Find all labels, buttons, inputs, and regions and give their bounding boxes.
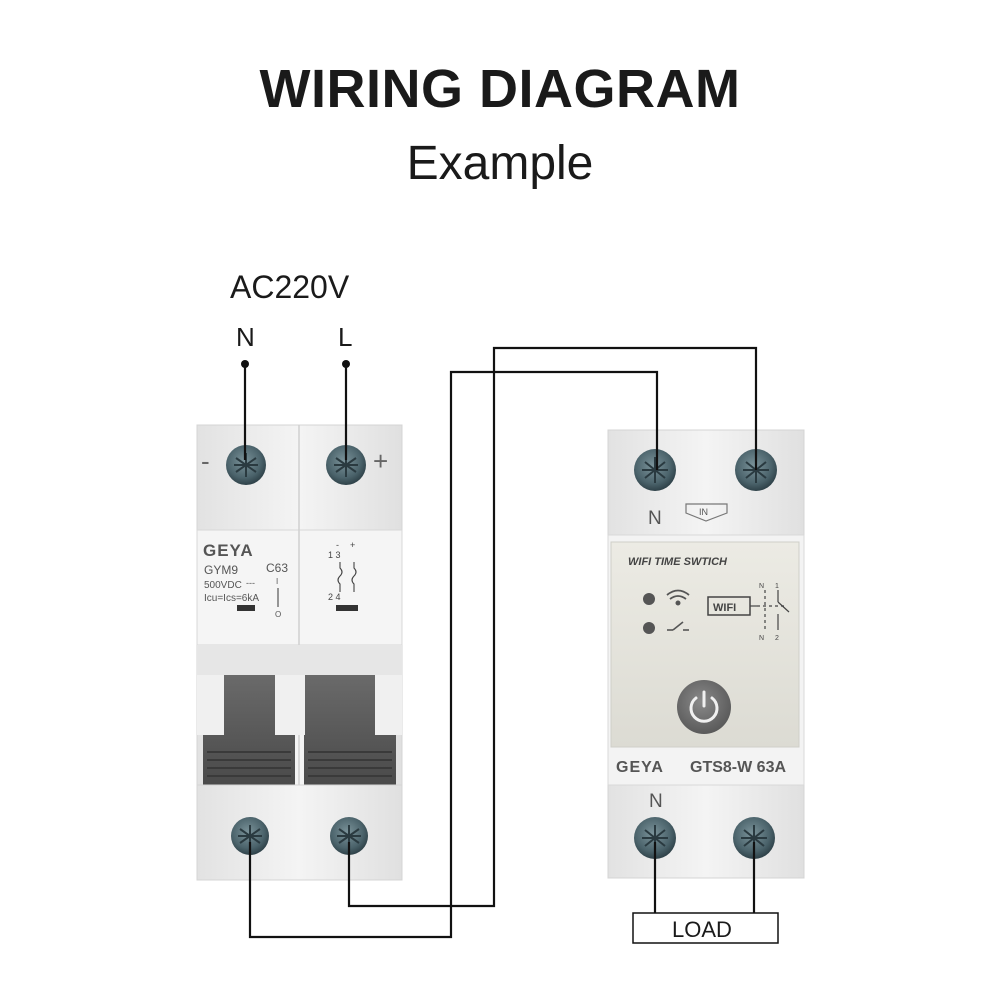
wifi-time-switch: N IN WIFI TIME SWTICH WIFI N 1 N 2: [607, 429, 805, 879]
breaker-pole-symbol-icon: [337, 562, 357, 592]
breaker-screw-bottom-left: [231, 817, 269, 855]
diagram-subtitle: Example: [406, 137, 594, 190]
breaker-voltage: 500VDC: [204, 580, 242, 591]
switch-icon: [667, 621, 689, 631]
breaker-screw-bottom-right: [330, 817, 368, 855]
timer-screw-bottom-right: [733, 817, 775, 859]
load-label: LOAD: [672, 917, 732, 942]
timer-diagram-2: 2: [775, 635, 779, 642]
wifi-badge-text: WIFI: [713, 602, 736, 614]
breaker-pole-bottom-labels: 2 4: [328, 592, 341, 602]
timer-switch-led: [643, 622, 655, 634]
power-button[interactable]: [677, 680, 731, 734]
timer-diagram-n-bottom: N: [759, 635, 764, 642]
timer-in-label: IN: [699, 507, 708, 517]
power-icon: [689, 690, 719, 723]
timer-bottom-n-label: N: [649, 791, 663, 812]
timer-brand: GEYA: [616, 759, 664, 776]
breaker-screw-top-left: [226, 445, 266, 485]
supply-line-label: L: [338, 322, 352, 352]
breaker-capacity: Icu=Ics=6kA: [204, 593, 259, 604]
timer-screw-bottom-left: [634, 817, 676, 859]
wire-neutral-to-timer-n: [248, 370, 659, 939]
breaker-small-minus: -: [336, 540, 339, 550]
breaker-dc-symbol: ---: [246, 578, 255, 588]
breaker-plus-mark: +: [373, 446, 388, 476]
timer-diagram-1: 1: [775, 583, 779, 590]
load-box: [632, 912, 779, 944]
wifi-icon: [666, 589, 690, 606]
breaker-small-plus: +: [350, 540, 355, 550]
breaker-off-mark: O: [275, 610, 281, 619]
breaker-rating: C63: [266, 561, 288, 575]
breaker-model: GYM9: [204, 563, 238, 577]
timer-top-n-label: N: [648, 508, 662, 529]
breaker-brand: GEYA: [203, 541, 254, 560]
timer-wifi-led: [643, 593, 655, 605]
timer-model: GTS8-W 63A: [690, 759, 786, 776]
diagram-title: WIRING DIAGRAM: [259, 59, 741, 119]
breaker-minus-mark: -: [201, 446, 210, 476]
supply-voltage-label: AC220V: [230, 269, 350, 305]
supply-neutral-label: N: [236, 322, 255, 352]
timer-diagram-n-top: N: [759, 583, 764, 590]
timer-circuit-symbol-icon: [757, 590, 790, 630]
circuit-breaker: - + GEYA GYM9 C63 500VDC --- Icu=Ics=6kA…: [196, 424, 403, 881]
breaker-on-mark: I: [276, 577, 278, 586]
breaker-screw-top-right: [326, 445, 366, 485]
wire-line-to-timer-in: [347, 346, 758, 908]
timer-screw-top-left: [634, 449, 676, 491]
breaker-pole-top-labels: 1 3: [328, 550, 341, 560]
timer-panel-title: WIFI TIME SWTICH: [628, 556, 728, 568]
wires: [243, 346, 758, 939]
